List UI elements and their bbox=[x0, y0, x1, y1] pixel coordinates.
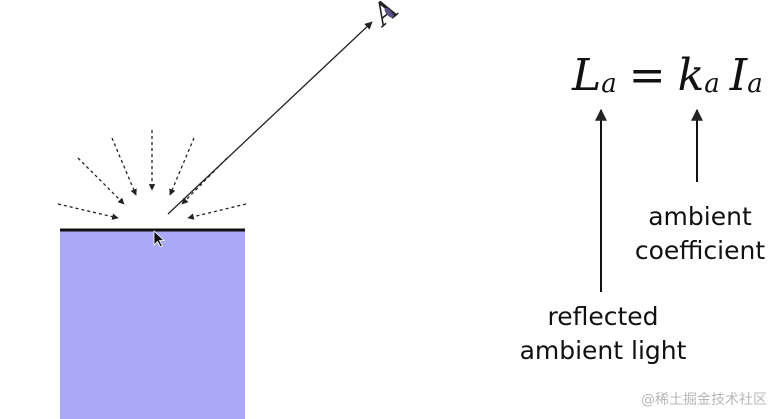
mouse-cursor-icon bbox=[153, 230, 166, 248]
svg-text:A: A bbox=[364, 0, 405, 35]
ambient-arrow-1 bbox=[57, 203, 119, 220]
surface-block bbox=[60, 230, 245, 419]
ambient-coefficient-label: ambient coefficient bbox=[622, 200, 778, 268]
reflected-ambient-line-2: ambient light bbox=[519, 336, 687, 365]
ambient-arrow-2 bbox=[77, 157, 125, 205]
formula-lhs: La bbox=[572, 50, 617, 101]
eye-icon: A bbox=[364, 0, 405, 35]
reflected-ray bbox=[167, 21, 373, 215]
ambient-coefficient-line-1: ambient bbox=[648, 202, 752, 231]
formula-coefficient: ka bbox=[677, 50, 720, 101]
watermark: @稀土掘金技术社区 bbox=[641, 392, 767, 408]
reflected-ambient-line-1: reflected bbox=[547, 302, 659, 331]
reflected-ambient-light-label: reflected ambient light bbox=[508, 300, 698, 368]
ambient-coefficient-line-2: coefficient bbox=[634, 236, 766, 265]
formula-equals: = bbox=[628, 50, 666, 101]
incoming-ambient-arrows bbox=[57, 130, 247, 220]
ambient-arrow-6 bbox=[181, 157, 228, 205]
ambient-arrow-3 bbox=[111, 137, 137, 196]
ambient-arrow-7 bbox=[187, 203, 247, 220]
ambient-arrow-5 bbox=[169, 137, 195, 196]
formula-intensity: Ia bbox=[729, 50, 763, 101]
